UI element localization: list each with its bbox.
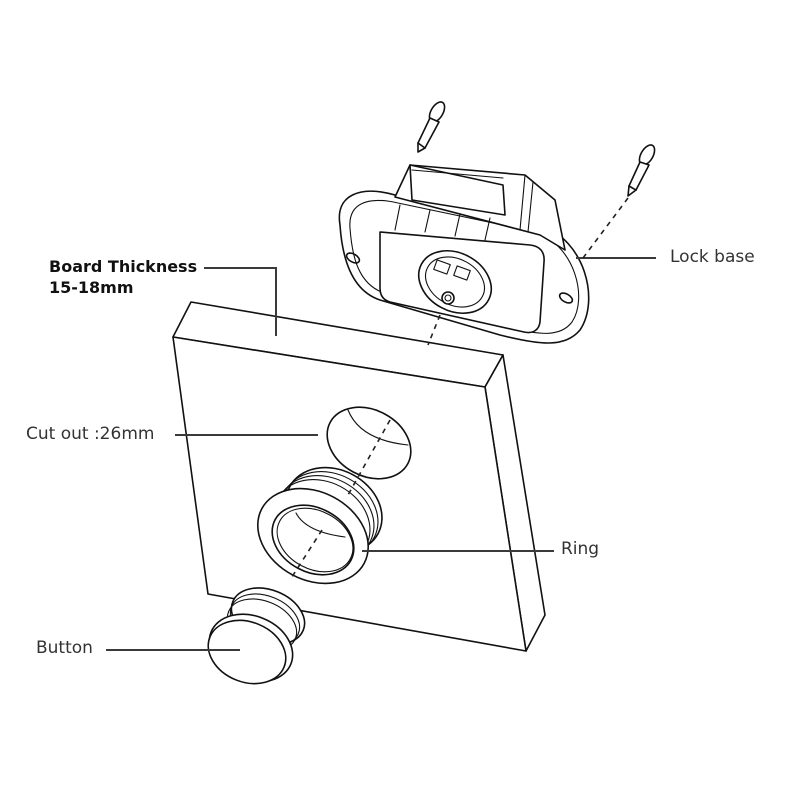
main-axis-upper [427,314,441,346]
lock-base-latch [409,164,506,216]
button-label: Button [36,638,93,658]
screw-shank [417,117,440,149]
ring-inner-edge [271,504,355,576]
screw-shank [628,161,650,191]
button-part [207,587,306,685]
board-thickness-value: 15-18mm [49,278,134,297]
button-cap-face [207,619,287,685]
screw-left [417,101,446,153]
ring-label: Ring [561,539,600,559]
ring-inner-depth [295,512,346,538]
board-thickness-leader [204,267,277,336]
mount-hole-left [345,252,361,264]
screw-right [627,144,656,197]
ring-part [256,466,383,585]
screw-axis-right [579,197,629,263]
board-thickness-title: Board Thickness [49,257,198,276]
cut-out-label: Cut out :26mm [26,424,155,444]
cut-out-ellipse [326,406,412,480]
cut-out-inner-edge [347,409,409,446]
lock-base-label: Lock base [670,247,755,267]
cut-out-hole [326,406,412,480]
mount-hole-right [558,292,574,304]
lock-base [338,164,590,344]
board-thickness-label: Board Thickness 15-18mm [49,256,197,298]
lock-pin [441,291,455,305]
main-axis-cutout [347,419,391,496]
